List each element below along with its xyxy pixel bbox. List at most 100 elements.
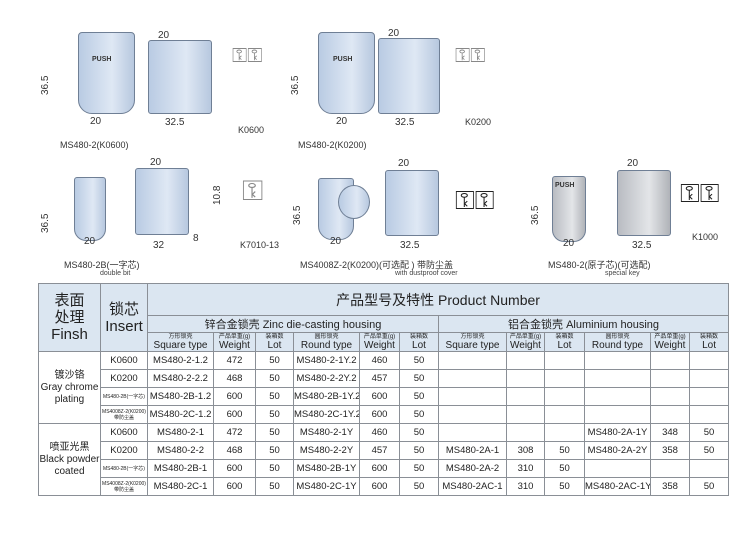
- cell-as: [438, 387, 507, 406]
- key-label: K7010-13: [240, 240, 280, 250]
- dim-top: 20: [388, 28, 400, 39]
- drawing-subcaption: special key: [605, 270, 640, 277]
- cell-as: MS480-2A-2: [438, 459, 507, 478]
- dim-depth: 32.5: [395, 117, 415, 128]
- column-header-en: Square type: [153, 340, 208, 351]
- cell-asl: [544, 351, 585, 370]
- column-header-cn: 装箱数: [555, 334, 574, 340]
- dim-depth: 32.5: [400, 240, 420, 251]
- cell-asl: [544, 405, 585, 424]
- cell-arl: [688, 405, 730, 424]
- cell-zrw: 460: [359, 423, 400, 442]
- dim-width: 20: [84, 236, 96, 247]
- side-view: [135, 168, 189, 235]
- cell-zs: MS480-2-1.2: [147, 351, 214, 370]
- insert-cell: MS4008Z-2(K0200)带防尘盖: [100, 405, 148, 424]
- cell-arw: [650, 351, 690, 370]
- insert-cell: K0200: [100, 441, 148, 460]
- cell-arl: 50: [688, 423, 730, 442]
- column-header-cn: 产品单重(g): [509, 334, 542, 340]
- cell-zsw: 468: [213, 369, 256, 388]
- zinc-weight-column-header: 产品单重(g)Weight: [359, 332, 400, 352]
- dim-depth: 32.5: [165, 117, 185, 128]
- cell-as: [438, 369, 507, 388]
- cell-zsw: 600: [213, 405, 256, 424]
- drawing-caption: MS4008Z-2(K0200)(可选配 ) 带防尘盖: [300, 260, 454, 270]
- dim-width: 20: [330, 236, 342, 247]
- cell-zr: MS480-2-1Y: [293, 423, 360, 442]
- drawing-caption: MS480-2(K0200): [298, 140, 367, 150]
- cell-asl: [544, 369, 585, 388]
- column-header-en: Square type: [445, 340, 500, 351]
- cell-zrl: 50: [399, 423, 439, 442]
- cell-zs: MS480-2-1: [147, 423, 214, 442]
- cell-ar: MS480-2A-2Y: [584, 441, 651, 460]
- cell-zrl: 50: [399, 405, 439, 424]
- cell-as: [438, 405, 507, 424]
- cell-zs: MS480-2C-1: [147, 477, 214, 496]
- cell-zrl: 50: [399, 387, 439, 406]
- cell-ar: MS480-2AC-1Y: [584, 477, 651, 496]
- dim-height: 36.5: [292, 205, 303, 225]
- drawing-subcaption: with dustproof cover: [395, 270, 458, 277]
- column-header-en: Weight: [654, 340, 686, 351]
- cell-asw: [506, 369, 545, 388]
- cell-zsw: 600: [213, 387, 256, 406]
- dim-width: 20: [563, 238, 575, 249]
- aluminium-housing-header: 铝合金锁壳 Aluminium housing: [437, 315, 730, 333]
- finish-en: Gray chrome plating: [40, 381, 99, 405]
- cell-zr: MS480-2C-1Y.2: [293, 405, 360, 424]
- column-header-cn: 圆形锁壳: [605, 334, 630, 340]
- column-header-cn: 装箱数: [265, 334, 284, 340]
- cell-ar: [584, 351, 651, 370]
- cell-zsl: 50: [255, 369, 294, 388]
- cell-zrw: 600: [359, 387, 400, 406]
- dim-top: 20: [150, 157, 162, 168]
- cell-arl: 50: [688, 441, 730, 460]
- dim-offset: 8: [193, 233, 199, 244]
- column-header-en: Weight: [510, 340, 541, 351]
- cell-asw: [506, 351, 545, 370]
- cell-arl: 50: [688, 477, 730, 496]
- side-view: [378, 38, 440, 114]
- push-label: PUSH: [333, 56, 353, 63]
- push-label: PUSH: [92, 56, 112, 63]
- column-header-cn: 装箱数: [700, 334, 719, 340]
- front-view: [78, 32, 135, 114]
- key-icon: ⚿: [242, 175, 264, 206]
- dim-depth: 32.5: [632, 240, 652, 251]
- cell-as: [438, 351, 507, 370]
- dim-width: 20: [336, 116, 348, 127]
- key-label: K1000: [692, 232, 719, 242]
- column-header-cn: 方形锁壳: [168, 334, 193, 340]
- cell-zsl: 50: [255, 441, 294, 460]
- cell-zr: MS480-2-1Y.2: [293, 351, 360, 370]
- cell-ar: [584, 459, 651, 478]
- insert-cell: MS480-2B(一字芯): [100, 459, 148, 478]
- finish-cn: 喷亚光黑: [49, 441, 90, 453]
- cell-zsl: 50: [255, 351, 294, 370]
- column-header-en: Round type: [300, 340, 353, 351]
- cell-zrw: 457: [359, 441, 400, 460]
- column-header-cn: 装箱数: [409, 334, 428, 340]
- insert-cell: K0600: [100, 423, 148, 442]
- cell-zsw: 472: [213, 423, 256, 442]
- cell-zrw: 600: [359, 477, 400, 496]
- side-view: [617, 170, 671, 236]
- cell-arl: [688, 369, 730, 388]
- column-header-en: Lot: [557, 340, 572, 351]
- cell-arw: 358: [650, 477, 690, 496]
